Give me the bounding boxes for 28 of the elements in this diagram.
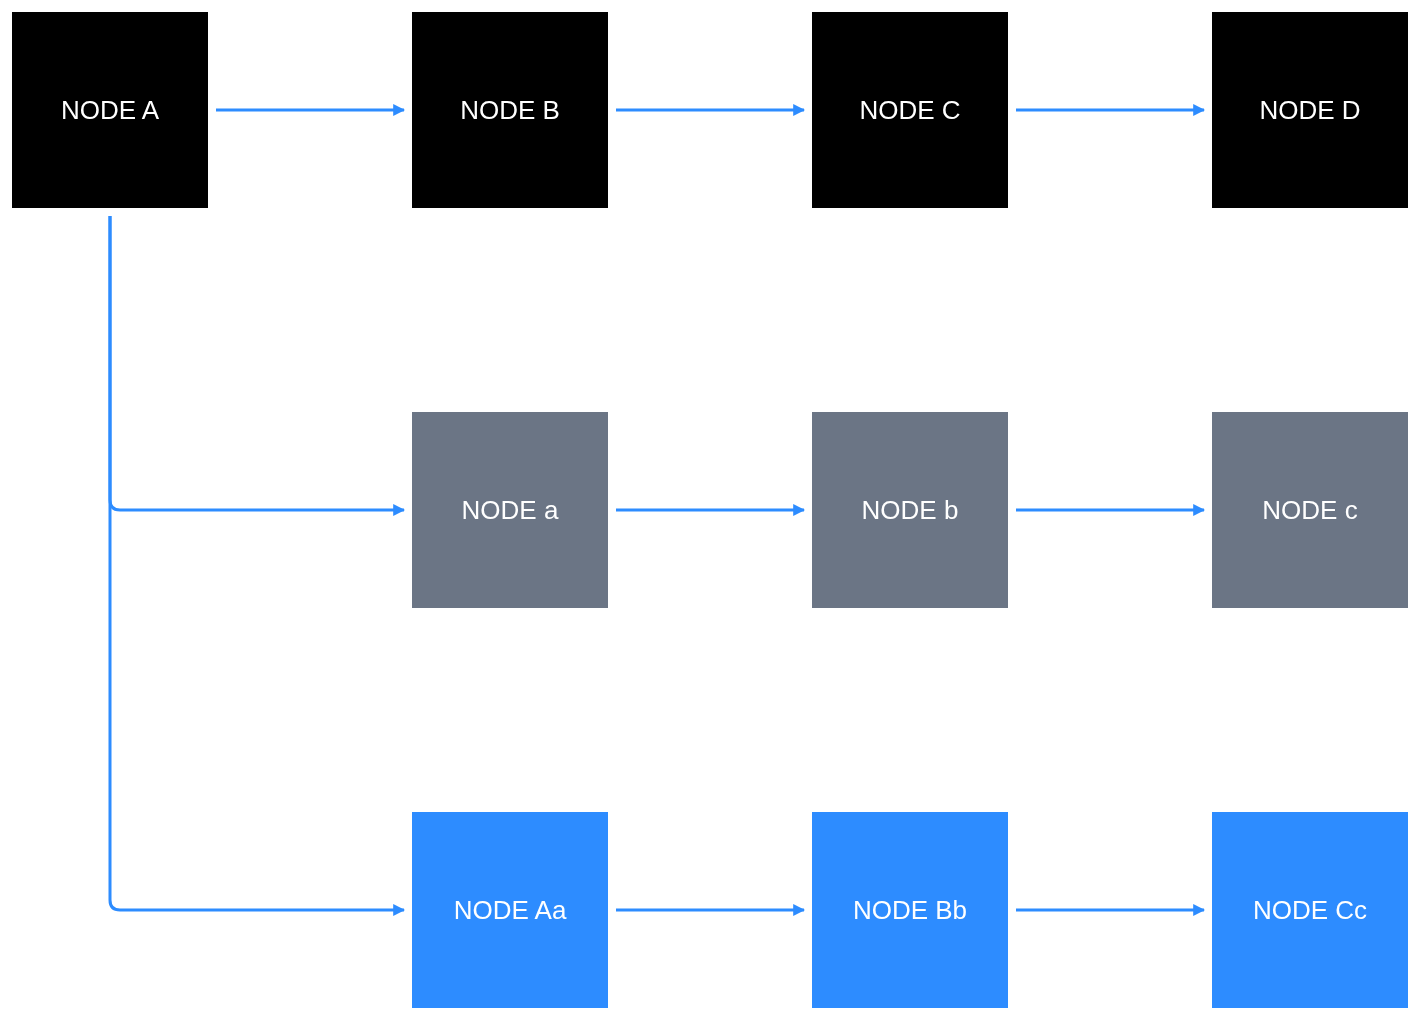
arrow	[616, 504, 806, 516]
node-label: NODE B	[460, 93, 560, 127]
process-box	[12, 12, 208, 208]
node-label: NODE Bb	[852, 893, 968, 927]
arrow	[1016, 904, 1206, 916]
arrow	[216, 104, 406, 116]
arrow	[1016, 504, 1206, 516]
process-box	[412, 412, 608, 608]
node-label: NODE A	[60, 93, 160, 127]
process-box	[812, 412, 1008, 608]
process-box	[412, 12, 608, 208]
process-box	[1212, 412, 1408, 608]
process-box	[1212, 12, 1408, 208]
process-box	[812, 12, 1008, 208]
node-label: NODE D	[1259, 93, 1361, 127]
node-label: NODE b	[861, 493, 959, 527]
process-box	[412, 812, 608, 1008]
node-label: NODE Cc	[1252, 893, 1368, 927]
node-label: NODE c	[1262, 493, 1358, 527]
process-box	[1212, 812, 1408, 1008]
node-label: NODE Aa	[453, 893, 567, 927]
arrow	[1016, 104, 1206, 116]
arrow	[616, 104, 806, 116]
arrow	[616, 904, 806, 916]
node-label: NODE C	[859, 93, 961, 127]
process-box	[812, 812, 1008, 1008]
arrow	[108, 216, 406, 916]
node-label: NODE a	[461, 493, 559, 527]
